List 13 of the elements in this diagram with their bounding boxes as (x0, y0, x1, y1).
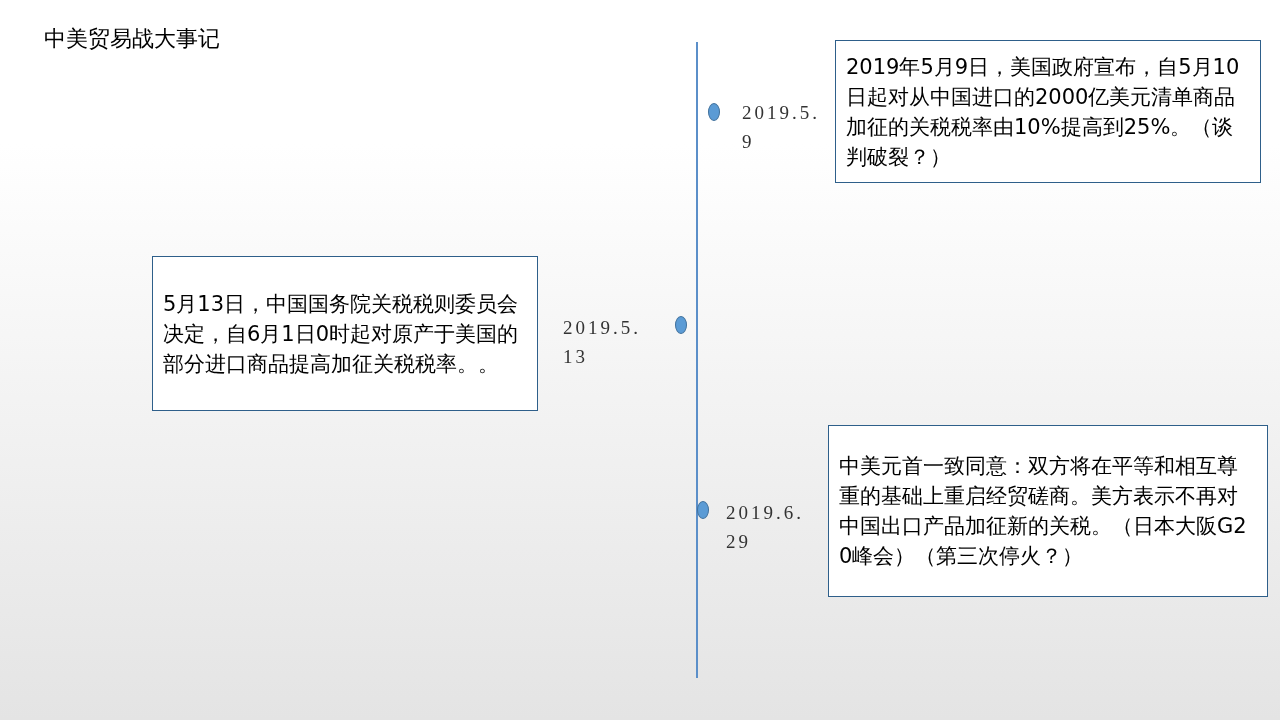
event-box (152, 256, 538, 411)
date-label: 2019.5.13 (563, 316, 642, 369)
event-text: 2019年5月9日，美国政府宣布，自5月10日起对从中国进口的2000亿美元清单商品加征的关税税率由10%提高到25%。（谈判破裂？） (846, 53, 1241, 171)
event-text: 中美元首一致同意：双方将在平等和相互尊重的基础上重启经贸磋商。美方表示不再对中国出口产品加征新的关税。（日本大阪G20峰会）（第三次停火？） (839, 453, 1248, 570)
timeline-dot (697, 501, 709, 519)
date-label: 2019.5.9 (742, 101, 821, 154)
timeline-dot (708, 103, 720, 121)
event-box (828, 425, 1268, 597)
event-text: 5月13日，中国国务院关税税则委员会决定，自6月1日0时起对原产于美国的部分进口商品提高加征关税税率。。 (163, 290, 520, 378)
event-box (835, 40, 1261, 183)
title: 中美贸易战大事记 (44, 25, 220, 53)
date-label: 2019.6.29 (726, 501, 805, 554)
timeline-dot (675, 316, 687, 334)
